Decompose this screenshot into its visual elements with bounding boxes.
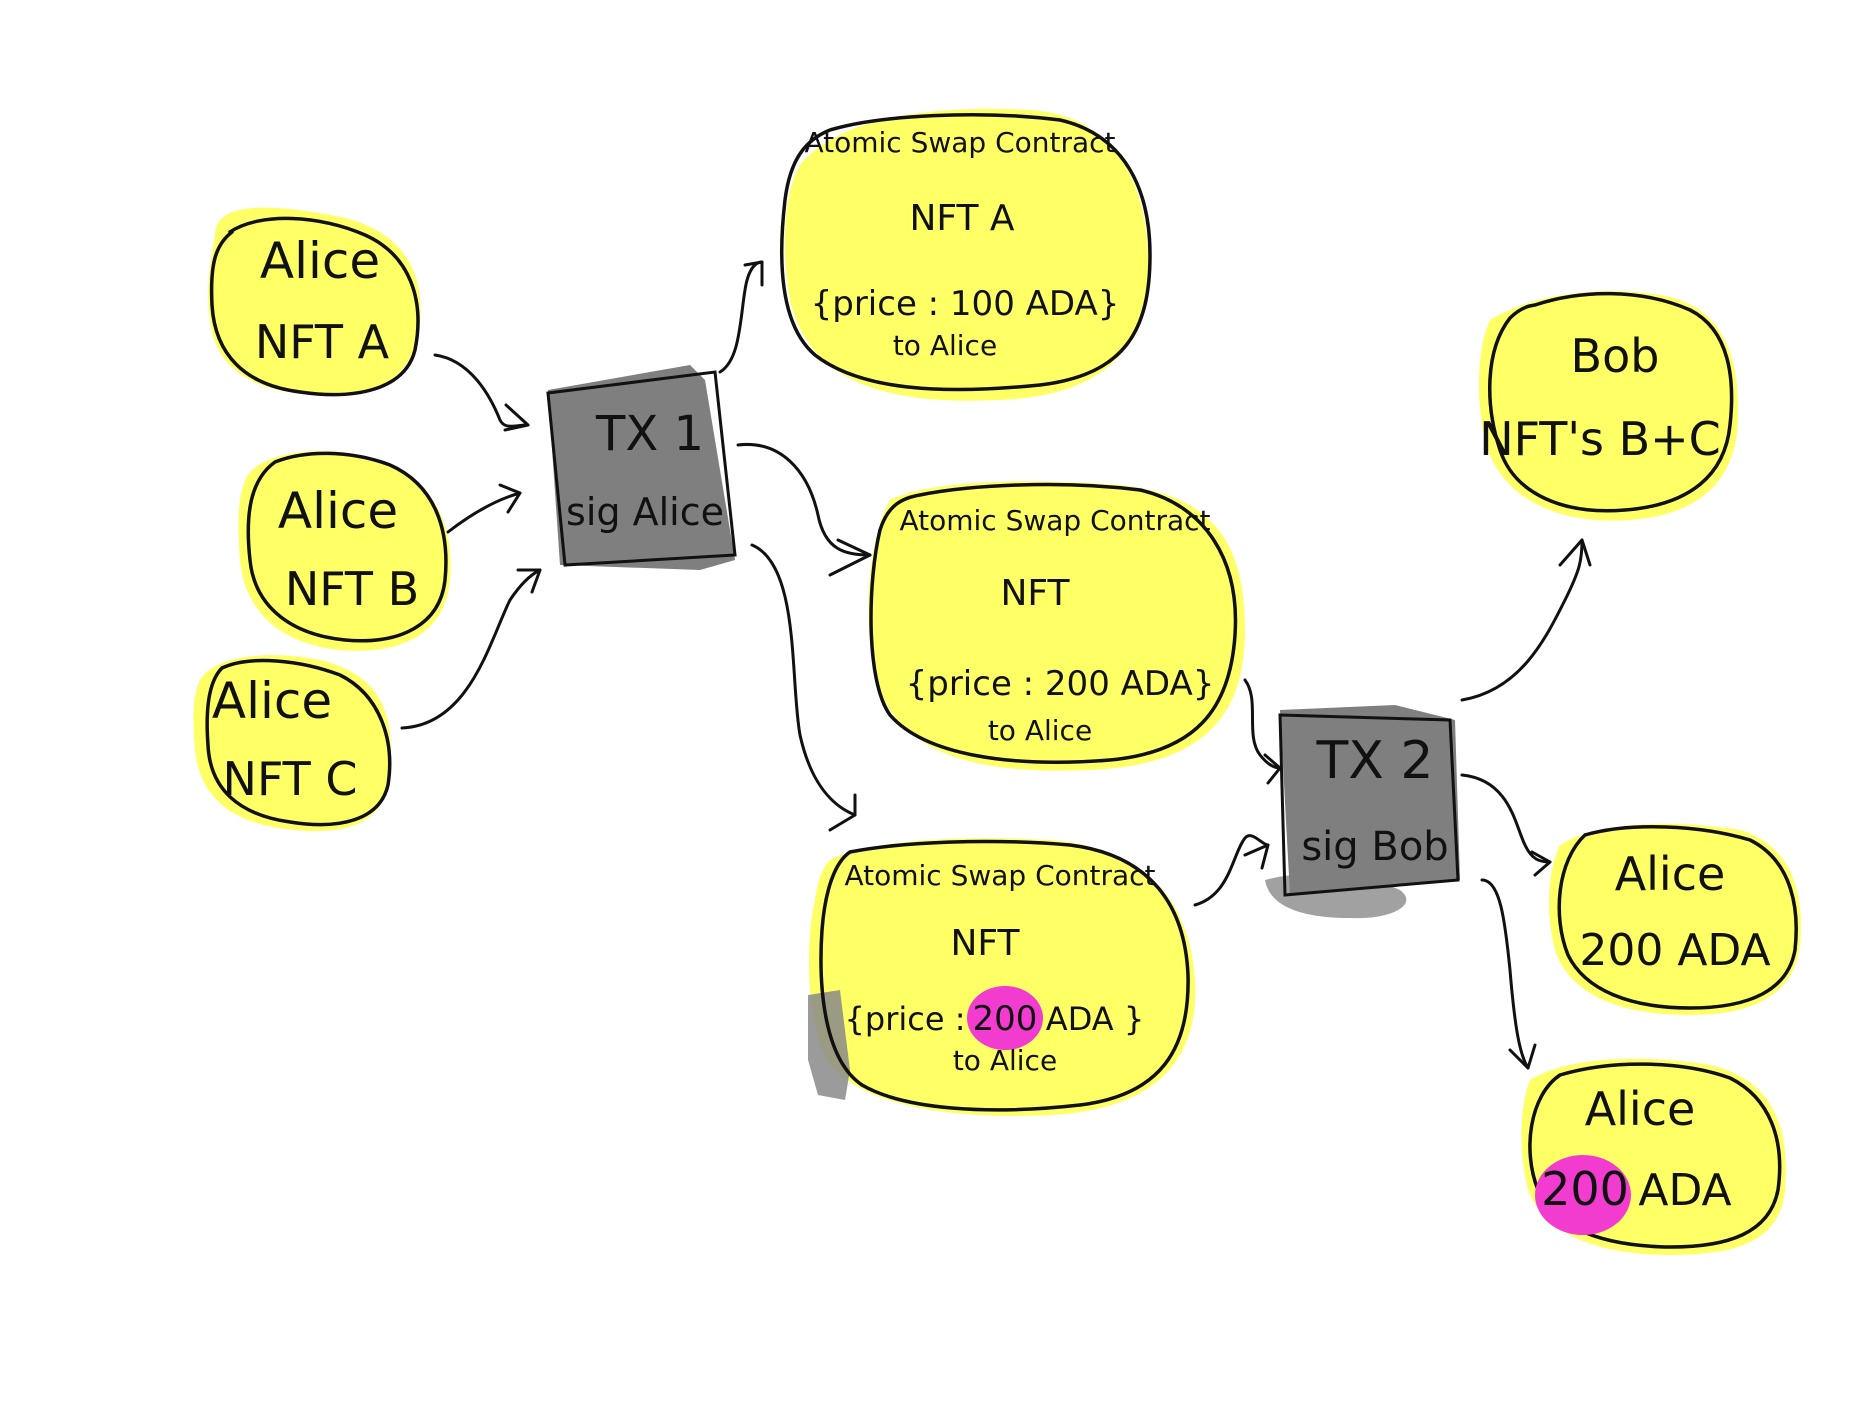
price-highlight: [967, 986, 1043, 1050]
contract-3-datum-close: ADA }: [1046, 1000, 1144, 1038]
contract-1-title: Atomic Swap Contract: [804, 126, 1115, 159]
output-node-alice-200-ada-highlighted: Alice 200 ADA: [1521, 1058, 1786, 1255]
contract-node-nft-a: Atomic Swap Contract NFT A {price : 100 …: [780, 108, 1152, 401]
arrow-input-b-to-tx1: [446, 483, 522, 534]
output-node-bob-nfts: Bob NFT's B+C: [1478, 291, 1739, 521]
tx2-box: TX 2 sig Bob: [1265, 705, 1460, 919]
tx2-signature: sig Bob: [1301, 824, 1448, 870]
input-b-asset: NFT B: [285, 562, 419, 616]
contract-2-asset: NFT: [1001, 573, 1071, 614]
contract-node-nft-mid: Atomic Swap Contract NFT {price : 200 AD…: [868, 481, 1245, 771]
contract-3-datum-open: {price :: [845, 1000, 966, 1038]
input-a-owner: Alice: [260, 232, 380, 290]
output-alice-2-amount: 200: [1541, 1162, 1629, 1216]
output-node-alice-200-ada: Alice 200 ADA: [1548, 823, 1801, 1015]
contract-3-recipient: to Alice: [953, 1044, 1057, 1077]
input-a-asset: NFT A: [255, 315, 390, 369]
amount-highlight: [1535, 1155, 1631, 1235]
arrow-tx2-to-alice-1: [1460, 773, 1552, 877]
contract-3-title: Atomic Swap Contract: [844, 859, 1155, 892]
arrow-tx2-to-bob: [1460, 538, 1592, 702]
tx1-label: TX 1: [595, 406, 704, 462]
input-node-alice-nft-c: Alice NFT C: [193, 655, 392, 832]
arrow-input-c-to-tx1: [400, 568, 542, 730]
output-bob-owner: Bob: [1571, 329, 1660, 383]
input-node-alice-nft-a: Alice NFT A: [208, 207, 421, 397]
arrow-contract-3-to-tx2: [1193, 834, 1270, 907]
tx1-box: TX 1 sig Alice: [546, 365, 737, 570]
arrow-tx1-to-contract-1: [718, 260, 764, 374]
arrow-tx1-to-contract-3: [750, 543, 857, 832]
contract-1-datum: {price : 100 ADA}: [811, 284, 1120, 324]
input-b-owner: Alice: [278, 482, 398, 540]
arrow-tx1-to-contract-2: [736, 442, 872, 577]
contract-1-asset: NFT A: [909, 198, 1014, 239]
output-alice-1-owner: Alice: [1615, 847, 1726, 901]
contract-2-datum: {price : 200 ADA}: [906, 664, 1215, 704]
output-alice-2-owner: Alice: [1585, 1082, 1696, 1136]
output-alice-1-asset: 200 ADA: [1579, 925, 1770, 976]
arrow-tx2-to-alice-2: [1480, 878, 1537, 1070]
contract-2-recipient: to Alice: [988, 714, 1092, 747]
contract-2-title: Atomic Swap Contract: [899, 504, 1210, 537]
tx1-signature: sig Alice: [566, 490, 724, 534]
output-alice-2-unit: ADA: [1638, 1165, 1731, 1216]
tx2-label: TX 2: [1316, 731, 1434, 791]
arrow-input-a-to-tx1: [433, 353, 530, 432]
contract-node-nft-lower: Atomic Swap Contract NFT {price : 200 AD…: [808, 838, 1196, 1116]
input-node-alice-nft-b: Alice NFT B: [238, 451, 451, 651]
contract-1-recipient: to Alice: [893, 329, 997, 362]
arrow-contract-2-to-tx2: [1243, 678, 1282, 785]
input-c-asset: NFT C: [223, 752, 358, 806]
output-bob-asset: NFT's B+C: [1479, 412, 1721, 466]
input-c-owner: Alice: [212, 672, 332, 730]
contract-3-asset: NFT: [951, 923, 1021, 964]
contract-3-datum-value: 200: [973, 999, 1038, 1039]
